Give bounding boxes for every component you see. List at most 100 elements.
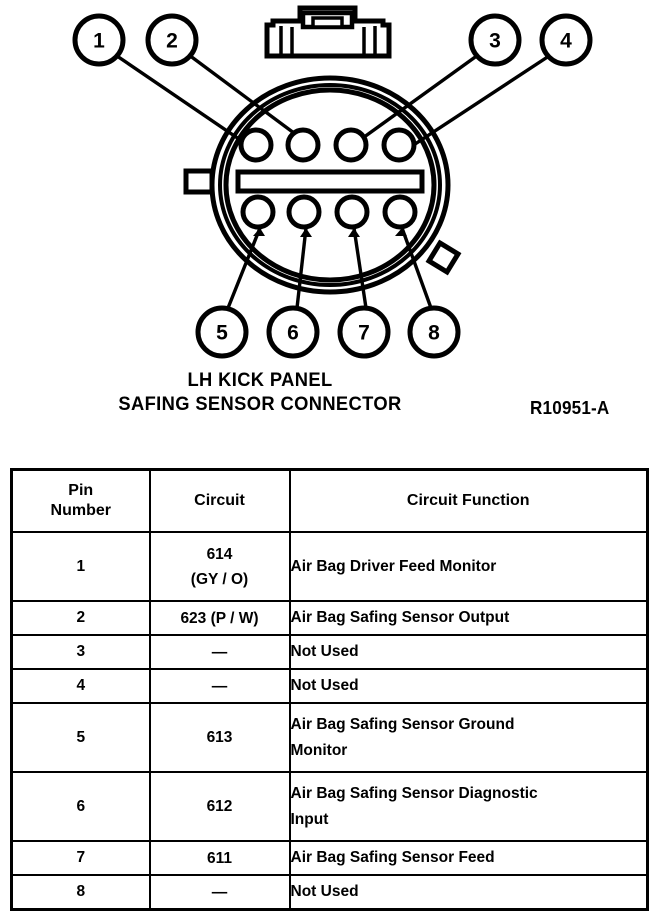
cell-function: Air Bag Driver Feed Monitor [288,531,649,602]
pin-holes-top [238,127,417,163]
pin-assignment-table: Pin Number Circuit Circuit Function 1 61… [10,468,649,911]
table-row: 6 612 Air Bag Safing Sensor Diagnostic I… [10,771,649,842]
callout-4: 4 [539,13,593,67]
arrowhead-5 [253,228,265,236]
cell-circuit: 612 [148,771,291,842]
cell-pin: 1 [10,531,151,602]
cell-circuit: — [148,874,291,911]
callout-8: 8 [407,305,461,359]
cell-function: Not Used [288,874,649,911]
callout-circle-4 [539,13,593,67]
cell-function: Air Bag Safing Sensor Diagnostic Input [288,771,649,842]
pin-hole-1 [238,127,274,163]
keyway-slot [235,169,425,194]
callout-circle-6 [266,305,320,359]
function-line1: Air Bag Safing Sensor Diagnostic [290,784,538,802]
pin-holes-bottom [240,194,418,230]
header-circuit-function: Circuit Function [288,468,649,533]
callout-circle-8 [407,305,461,359]
cell-circuit: 623 (P / W) [148,600,291,636]
cell-circuit: — [148,634,291,670]
table-row: 8 — Not Used [10,874,649,911]
pin-hole-8 [382,194,418,230]
table-row: 7 611 Air Bag Safing Sensor Feed [10,840,649,876]
callout-label-5: 5 [216,322,228,345]
caption-line-2: SAFING SENSOR CONNECTOR [118,393,402,415]
function-line2: Monitor [290,741,348,759]
cell-pin: 3 [10,634,151,670]
connector-illustration: 1 2 3 4 5 6 7 [72,5,593,359]
table-header-row: Pin Number Circuit Circuit Function [10,468,649,533]
cell-circuit: 614 (GY / O) [148,531,291,602]
callout-label-8: 8 [428,322,440,345]
lower-right-notch-icon [425,239,462,276]
leader-lines [116,53,550,309]
callout-label-6: 6 [287,322,299,345]
callout-label-3: 3 [489,30,501,53]
callout-label-1: 1 [93,30,105,53]
callout-label-2: 2 [166,30,178,53]
callout-5: 5 [195,305,249,359]
cell-pin: 6 [10,771,151,842]
diagram-caption: LH KICK PANEL SAFING SENSOR CONNECTOR [0,368,520,416]
pin-table-container: Pin Number Circuit Circuit Function 1 61… [10,468,649,911]
header-pin-number: Pin Number [10,468,151,533]
table-row: 2 623 (P / W) Air Bag Safing Sensor Outp… [10,600,649,636]
arrowhead-7 [348,228,360,237]
pin-hole-3 [333,127,369,163]
cell-function: Air Bag Safing Sensor Output [288,600,649,636]
pin-hole-6 [286,194,322,230]
function-line1: Air Bag Driver Feed Monitor [290,557,497,575]
callout-1: 1 [72,13,126,67]
cell-circuit: — [148,668,291,704]
leader-line-4 [405,54,550,152]
cell-pin: 2 [10,600,151,636]
leader-line-3 [359,53,479,142]
cell-pin: 4 [10,668,151,704]
leader-line-1 [116,54,259,154]
header-pin-line1: Pin [68,482,94,499]
cell-function: Not Used [288,668,649,704]
callout-circle-7 [337,305,391,359]
header-circuit: Circuit [148,468,291,533]
connector-diagram: 1 2 3 4 5 6 7 [0,0,656,455]
callout-3: 3 [468,13,522,67]
arrowhead-8 [395,228,407,236]
leader-line-8 [400,227,433,309]
pin-hole-4 [381,127,417,163]
caption-line-1: LH KICK PANEL [187,369,333,391]
callout-label-4: 4 [560,30,572,53]
pin-hole-2 [285,127,321,163]
reference-code: R10951-A [530,398,610,418]
left-side-tab-icon [183,168,215,195]
circuit-line2: (GY / O) [190,570,249,588]
cell-function: Air Bag Safing Sensor Feed [288,840,649,876]
cell-pin: 7 [10,840,151,876]
callout-circle-2 [145,13,199,67]
cell-function: Air Bag Safing Sensor Ground Monitor [288,702,649,773]
callout-6: 6 [266,305,320,359]
callout-circle-5 [195,305,249,359]
cell-function: Not Used [288,634,649,670]
callout-7: 7 [337,305,391,359]
header-pin-line2: Number [50,502,111,519]
callout-label-7: 7 [358,322,370,345]
table-row: 1 614 (GY / O) Air Bag Driver Feed Monit… [10,531,649,602]
cell-pin: 8 [10,874,151,911]
function-line1: Air Bag Safing Sensor Ground [290,715,515,733]
latch-tab-icon [264,5,392,59]
function-line2: Input [290,810,329,828]
leader-line-6 [295,227,308,309]
cell-pin: 5 [10,702,151,773]
pin-hole-7 [334,194,370,230]
leader-line-2 [187,53,304,141]
leader-line-5 [226,227,262,309]
table-row: 4 — Not Used [10,668,649,704]
pin-hole-5 [240,194,276,230]
leader-line-7 [352,227,368,309]
cell-circuit: 613 [148,702,291,773]
cell-circuit: 611 [148,840,291,876]
arrowhead-6 [300,228,312,237]
circuit-line1: 614 [206,545,233,563]
